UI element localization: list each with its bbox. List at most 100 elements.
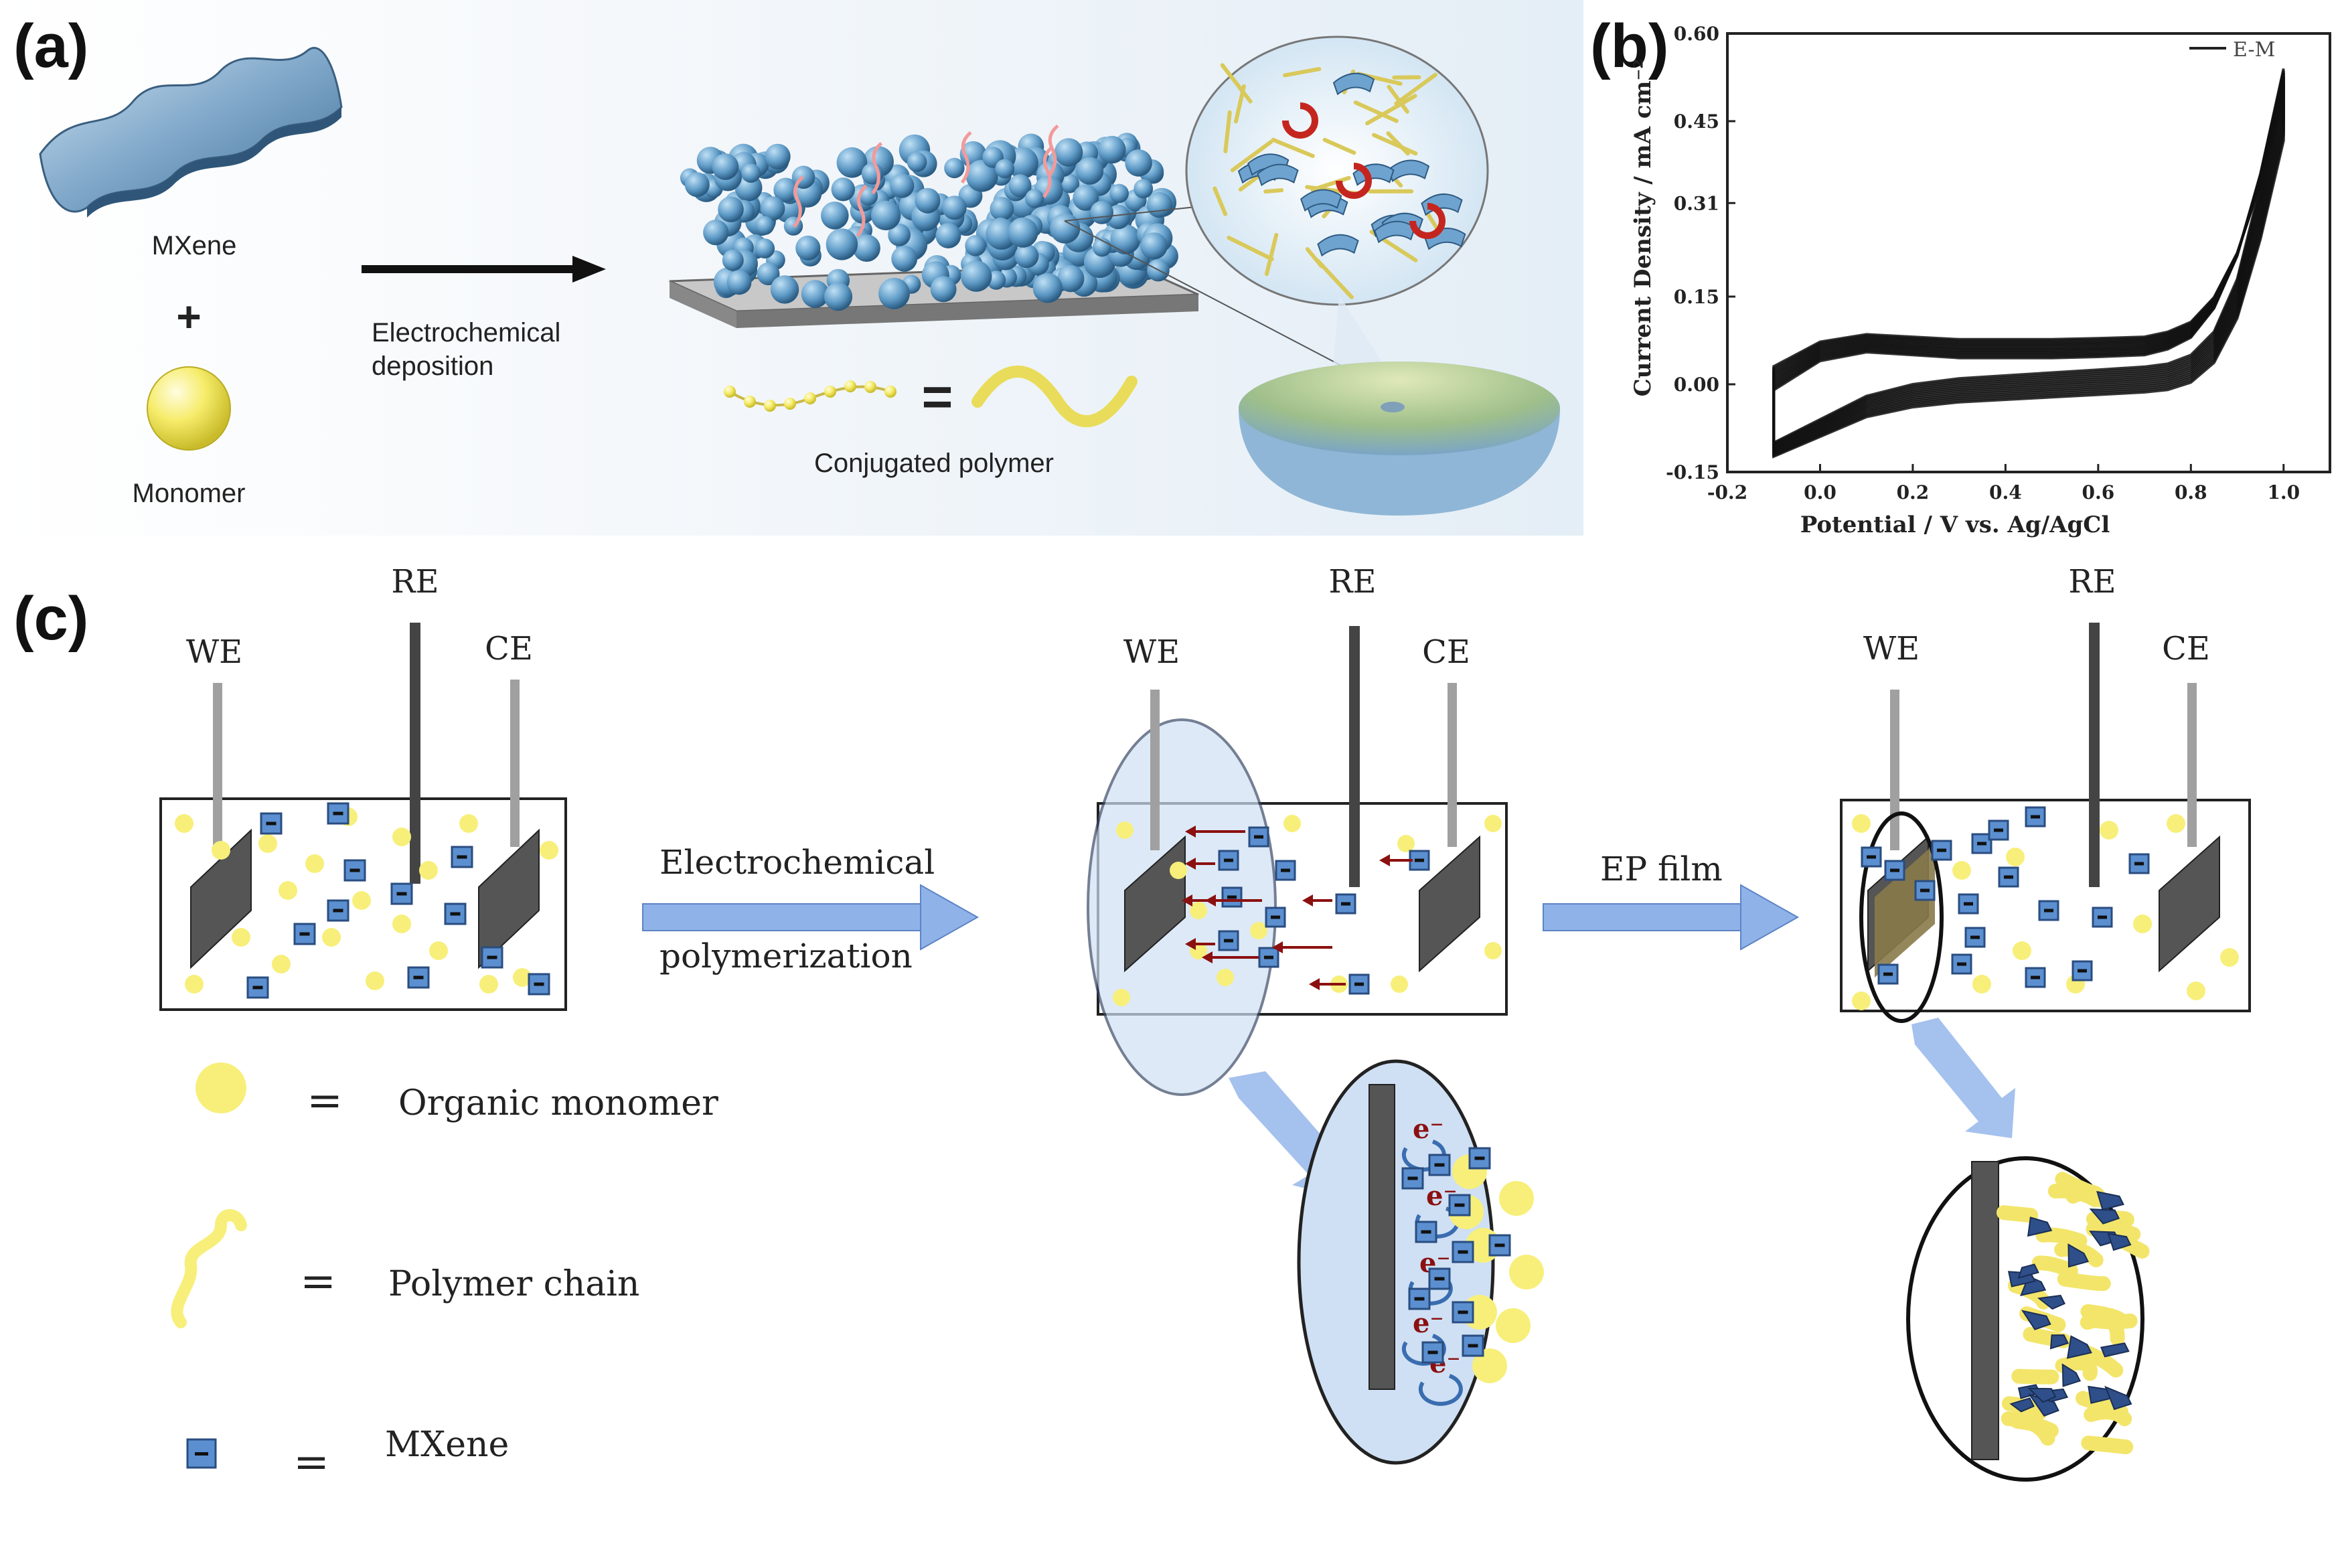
cell1-re-label: RE — [391, 563, 439, 601]
film-sphere-icon — [755, 216, 775, 235]
zoom-polymer-fiber — [1230, 139, 1273, 173]
monomer-particle-icon — [1852, 992, 1871, 1010]
zoom-polymer-fiber — [1233, 84, 1246, 124]
cell2-ce-rod — [1448, 683, 1457, 847]
monomer-particle-icon — [1472, 1348, 1507, 1383]
zoom-polymer-fiber — [1387, 84, 1409, 114]
film-sphere-icon — [1098, 135, 1126, 164]
mxene-particle-icon — [1258, 947, 1279, 968]
film-mxene-flake — [2017, 1263, 2039, 1279]
film-sphere-icon — [831, 177, 856, 202]
mxene-particle-icon — [2025, 967, 2046, 988]
zoom-mxene-flake — [1300, 189, 1342, 212]
mxene-particle-icon — [1275, 860, 1296, 881]
cell2-ce-electrode — [1419, 835, 1480, 973]
mxene-particle-icon — [1914, 880, 1936, 901]
mxene-particle-icon — [444, 903, 467, 925]
electrode-bowl-icon — [1239, 362, 1560, 516]
film-sphere-icon — [1146, 191, 1173, 218]
film-mxene-flake — [2100, 1342, 2130, 1358]
mxene-particle-icon — [1218, 930, 1239, 951]
cell3-ce-electrode — [2159, 835, 2220, 973]
film-sphere-icon — [761, 196, 785, 221]
monomer-particle-icon — [1113, 989, 1130, 1006]
film-sphere-icon — [1008, 217, 1038, 248]
y-tick-label: -0.15 — [1666, 461, 1719, 483]
film-polymer-chain — [2076, 1391, 2128, 1419]
mxene-particle-icon — [1428, 1154, 1451, 1176]
conjugated-polymer-chain-icon — [724, 380, 896, 412]
electron-label: e⁻ — [1413, 1308, 1444, 1339]
monomer-particle-icon — [1972, 975, 1991, 994]
mxene-particle-icon — [1488, 1234, 1511, 1257]
film-mxene-flake — [2037, 1294, 2065, 1310]
monomer-particle-icon — [392, 828, 411, 846]
monomer-particle-icon — [322, 928, 341, 947]
film-sphere-icon — [986, 218, 1018, 250]
film-sphere-icon — [826, 228, 858, 260]
film-sphere-icon — [1025, 189, 1044, 208]
zoom-polymer-fiber — [1283, 67, 1322, 78]
x-tick-label: 0.4 — [1989, 481, 2022, 503]
zoom-polymer-fiber — [1213, 186, 1228, 216]
zoom-polymer-fiber — [1220, 63, 1253, 104]
legend-polymer-text: Polymer chain — [388, 1264, 639, 1304]
monomer-particle-icon — [305, 854, 324, 873]
mxene-particle-icon — [2025, 806, 2046, 828]
film-mxene-flake — [2104, 1385, 2132, 1411]
film-sphere-icon — [726, 270, 752, 295]
film-sphere-icon — [821, 202, 849, 230]
cell1-ce-rod — [510, 680, 520, 847]
migration-arrowhead — [1309, 978, 1320, 990]
monomer-particle-icon — [392, 915, 411, 933]
film-mxene-flake — [2061, 1363, 2082, 1387]
zoom-polymer-network — [1213, 63, 1466, 299]
zoom-charge-arrow-icon — [1282, 102, 1318, 139]
cell3-ce-rod — [2187, 683, 2197, 847]
polymerization-label-line2: polymerization — [659, 937, 913, 975]
monomer-particle-icon — [212, 841, 230, 860]
zoom-charge-arrow-icon — [1409, 203, 1446, 239]
film-sphere-icon — [741, 163, 761, 183]
mxene-particle-icon — [1221, 886, 1243, 908]
film-sphere-icon — [773, 177, 798, 203]
mxene-particle-icon — [390, 882, 413, 905]
film-sphere-icon — [712, 153, 739, 180]
film-sphere-icon — [965, 159, 998, 192]
y-tick-label: 0.15 — [1674, 286, 1719, 308]
cell2-re-label: RE — [1328, 563, 1376, 601]
zoom-polymer-fiber — [1264, 232, 1279, 277]
film-polymer-strand — [960, 131, 972, 184]
legend-c: = Organic monomer = Polymer chain = MXen… — [171, 1063, 718, 1487]
film-sphere-icon — [965, 235, 986, 256]
cell3-particles — [1852, 806, 2239, 1010]
mxene-particle-icon — [327, 899, 349, 922]
mxene-particle-icon — [407, 966, 430, 989]
zoom-polymer-fiber — [1227, 236, 1274, 261]
monomer-particle-icon — [2133, 915, 2152, 933]
cell2-migration-arrows — [1182, 826, 1413, 990]
film-polymer-strand — [1042, 145, 1054, 198]
mxene-particle-icon — [1421, 1341, 1444, 1364]
film-sphere-icon — [944, 157, 965, 179]
monomer-particle-icon — [513, 968, 532, 987]
film-mxene-flake — [2027, 1387, 2057, 1403]
film-sphere-icon — [1008, 174, 1032, 198]
film-sphere-icon — [684, 172, 710, 198]
monomer-ball-icon — [147, 366, 231, 451]
film-sphere-icon — [990, 197, 1014, 221]
cell-3: WE RE CE — [1840, 563, 2251, 1482]
cell2-particles — [1113, 815, 1502, 1006]
legend-label: E-M — [2233, 38, 2275, 62]
conjugated-polymer-label: Conjugated polymer — [814, 449, 1054, 478]
monomer-particle-icon — [2006, 848, 2025, 866]
cell3-detail-electrode — [1971, 1161, 1999, 1460]
x-tick-label: 0.8 — [2175, 481, 2207, 503]
y-axis-label: Current Density / mA cm⁻² — [1630, 59, 1656, 397]
mxene-particle-icon — [1415, 1221, 1437, 1243]
mxene-particle-icon — [2092, 907, 2113, 928]
film-polymer-chain — [1996, 1205, 2039, 1223]
monomer-particle-icon — [1499, 1181, 1534, 1216]
monomer-particle-icon — [2100, 821, 2118, 840]
